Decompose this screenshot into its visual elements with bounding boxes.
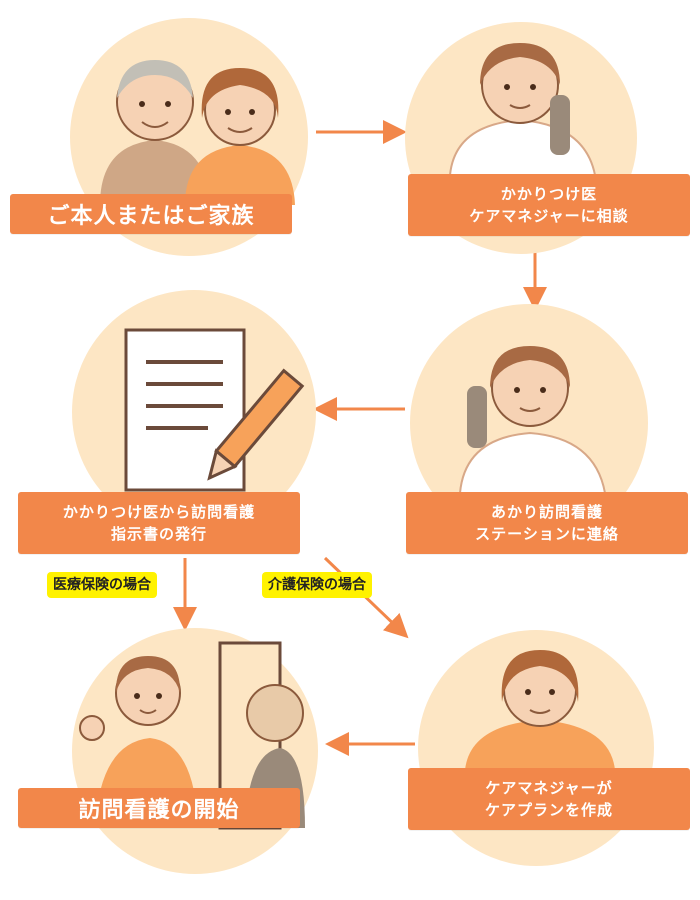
elderly-couple-icon [100,60,295,205]
step5-text-line2: ケアプランを作成 [484,801,613,819]
step4-text-line2: 指示書の発行 [110,525,207,543]
medical-insurance-text: 医療保険の場合 [53,577,151,593]
care-insurance-tag: 介護保険の場合 [262,572,372,598]
step3-label: あかり訪問看護 ステーションに連絡 [406,492,688,554]
step3-text-line1: あかり訪問看護 [490,503,603,521]
care-manager-icon [465,650,615,770]
step5-label: ケアマネジャーが ケアプランを作成 [408,768,690,830]
step3-text-line2: ステーションに連絡 [475,525,619,543]
nurse-phone-icon [448,43,597,176]
step1-label: ご本人またはご家族 [10,194,292,234]
step4-label: かかりつけ医から訪問看護 指示書の発行 [18,492,300,554]
step2-label: かかりつけ医 ケアマネジャーに相談 [408,174,690,236]
step5-text-line1: ケアマネジャーが [485,779,613,797]
step4-text-line1: かかりつけ医から訪問看護 [62,503,256,521]
step6-text: 訪問看護の開始 [78,798,240,823]
step2-text-line1: かかりつけ医 [500,185,598,203]
medical-insurance-tag: 医療保険の場合 [47,572,157,598]
step2-text-line2: ケアマネジャーに相談 [469,207,629,225]
document-pencil-icon [124,328,305,492]
care-insurance-text: 介護保険の場合 [268,577,366,593]
nurse-phone-icon [458,346,607,494]
step6-label: 訪問看護の開始 [18,788,300,828]
step1-text: ご本人またはご家族 [47,204,255,229]
